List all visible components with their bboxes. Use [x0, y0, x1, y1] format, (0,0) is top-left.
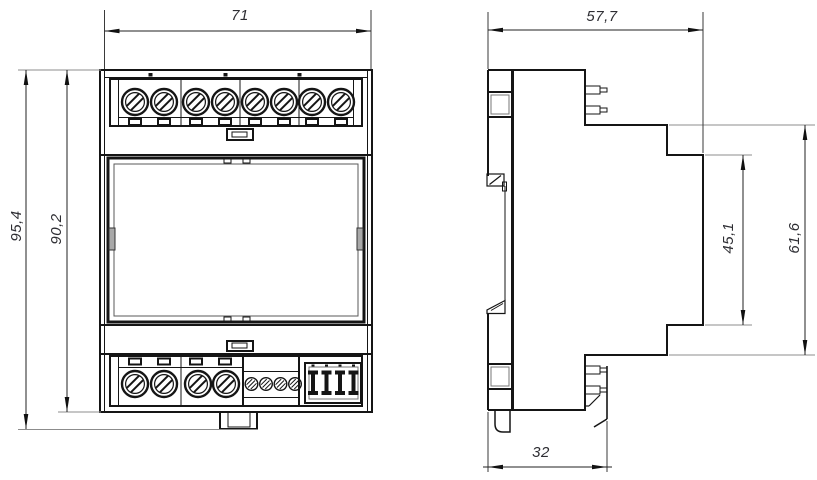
side-terminal-bump-top — [584, 85, 608, 115]
extension-lines-vertical — [104, 10, 704, 472]
bottom-terminal-block — [109, 355, 363, 407]
dimension-arrowheads — [23, 27, 808, 470]
screw-terminal — [211, 369, 241, 399]
extension-lines — [18, 69, 815, 430]
dimension-annotations — [18, 10, 815, 472]
screw-terminal — [183, 369, 213, 399]
screw-terminal — [149, 87, 179, 117]
screw-terminal — [149, 369, 179, 399]
side-terminal-cover-top — [487, 91, 513, 118]
side-terminal-bump-bottom — [584, 365, 608, 395]
aux-screw-terminal — [244, 377, 259, 392]
side-terminal-cover-bottom — [487, 363, 513, 390]
aux-screw-terminal — [288, 377, 303, 392]
display-side-tab-right — [356, 227, 364, 251]
din-clip-tab — [219, 412, 258, 430]
side-clip-tab — [494, 410, 511, 433]
connector-slots — [304, 362, 362, 404]
aux-screw-terminal — [259, 377, 274, 392]
seal-tab-top — [226, 128, 254, 141]
screw-terminal — [210, 87, 240, 117]
aux-screw-terminal — [273, 377, 288, 392]
screw-terminal — [269, 87, 299, 117]
screw-terminal — [120, 369, 150, 399]
dimension-lines — [25, 29, 806, 468]
screw-terminal — [120, 87, 150, 117]
side-cover-hook-bottom — [486, 299, 506, 315]
front-view — [98, 68, 374, 430]
screw-terminal — [240, 87, 270, 117]
side-din-latch — [585, 366, 608, 428]
display-window — [100, 153, 372, 327]
side-profile — [487, 68, 705, 412]
display-side-tab-left — [108, 227, 116, 251]
side-view — [486, 68, 705, 433]
screw-terminal-row-bottom — [120, 369, 241, 399]
screw-terminal-row-top — [120, 87, 356, 117]
aux-terminal-block — [242, 354, 303, 407]
screw-terminal — [326, 87, 356, 117]
seal-tab-bottom — [100, 340, 372, 356]
top-terminal-block — [109, 78, 363, 127]
side-cover-hook-top — [486, 173, 507, 192]
screw-terminal — [181, 87, 211, 117]
screw-terminal — [297, 87, 327, 117]
